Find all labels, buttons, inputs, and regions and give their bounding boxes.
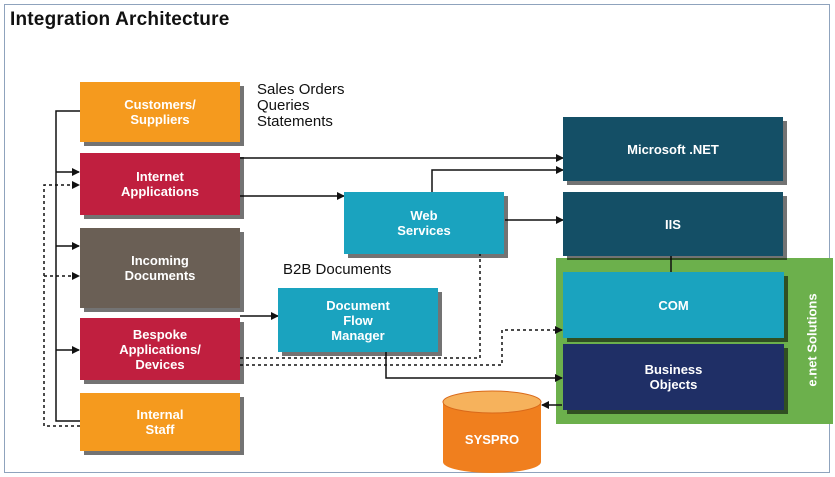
incoming-documents-box: Incoming Documents [80,228,240,308]
bespoke-applications-label: Bespoke Applications/ Devices [119,326,201,372]
dotted-bespoke-to-webservices [240,246,484,359]
document-flow-manager-label: Document Flow Manager [326,297,390,343]
com-box: COM [563,272,784,338]
microsoft-dotnet-box: Microsoft .NET [563,117,783,181]
dotted-feedback-bus [43,181,80,427]
dotted-bespoke-to-com [240,326,563,366]
syspro-cylinder [442,390,542,473]
b2b-documents-note: B2B Documents [283,261,392,278]
document-flow-manager-box: Document Flow Manager [278,288,438,352]
internet-applications-label: Internet Applications [120,169,199,199]
web-services-label: Web Services [397,208,451,238]
web-services-box: Web Services [344,192,504,254]
customers-suppliers-box: Customers/ Suppliers [80,82,240,142]
syspro-label: SYSPRO [464,432,520,447]
microsoft-dotnet-label: Microsoft .NET [627,141,719,157]
com-label: COM [658,297,689,313]
iis-box: IIS [563,192,783,256]
solid-feedback-bus [55,110,80,422]
bespoke-applications-box: Bespoke Applications/ Devices [80,318,240,380]
internet-applications-box: Internet Applications [80,153,240,215]
internal-staff-box: Internal Staff [80,393,240,451]
iis-label: IIS [665,216,681,232]
internal-staff-label: Internal Staff [136,407,184,437]
sales-orders-note: Sales Orders Queries Statements [257,81,345,130]
arrow-webservices-to-dotnet [431,166,564,192]
business-objects-label: Business Objects [644,362,703,392]
customers-suppliers-label: Customers/ Suppliers [124,97,196,127]
arrow-dfm-to-business-objects [385,352,563,382]
incoming-documents-label: Incoming Documents [124,253,196,283]
business-objects-box: Business Objects [563,344,784,410]
diagram-title: Integration Architecture [10,9,230,30]
